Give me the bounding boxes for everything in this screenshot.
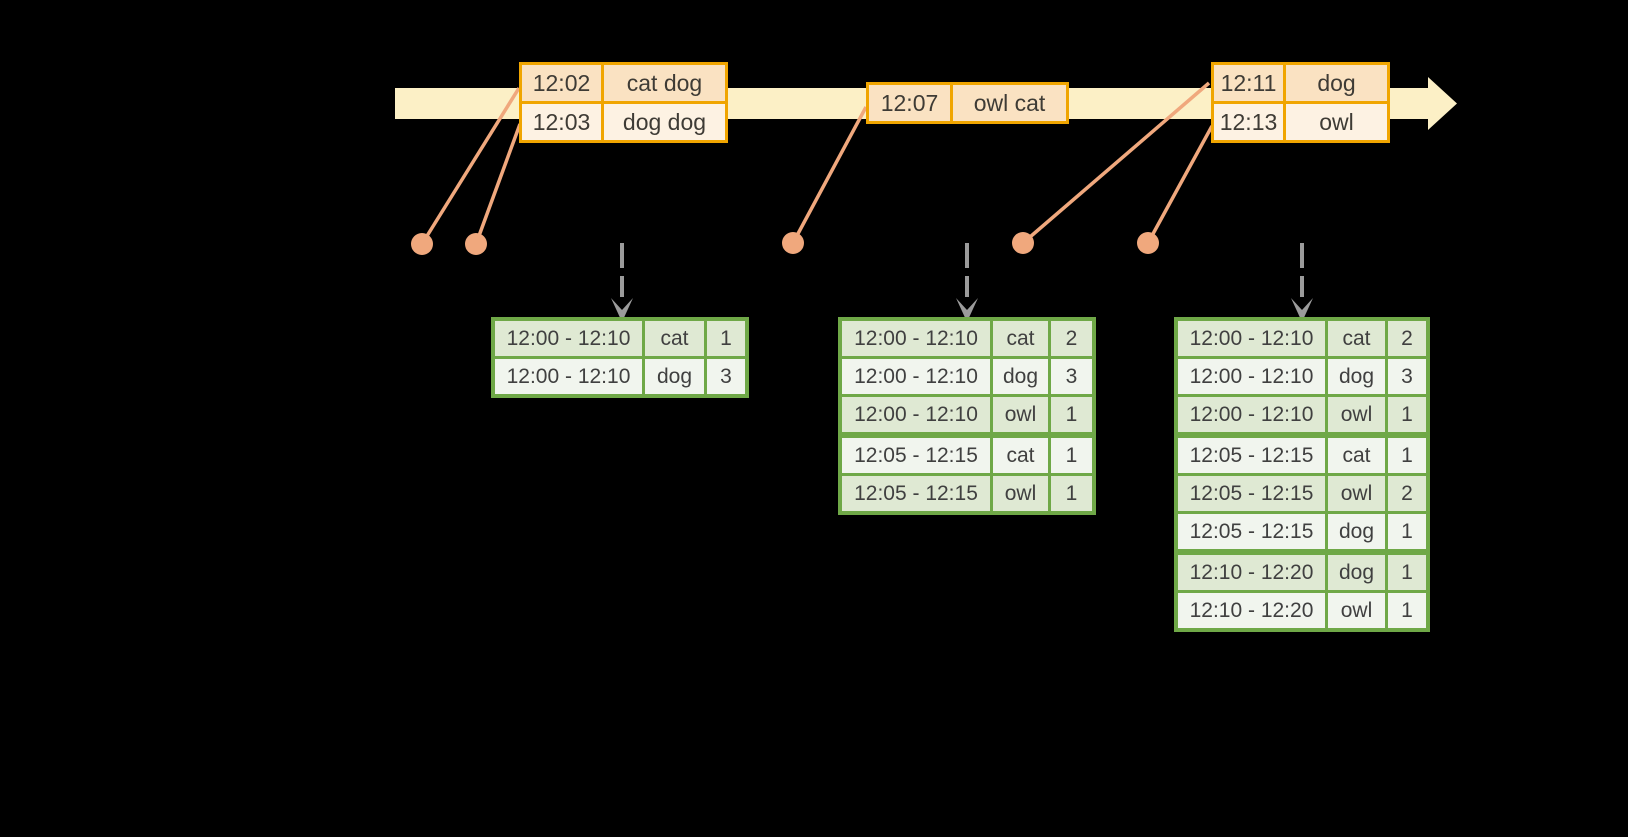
- event-connector-line-2: [474, 123, 522, 245]
- event-dot-5: [1137, 232, 1159, 254]
- result-row: 12:00 - 12:10 owl 1: [838, 394, 1096, 437]
- count-cell: 3: [704, 356, 749, 398]
- word-cell: owl: [1325, 473, 1388, 514]
- result-row: 12:00 - 12:10 cat 1: [491, 317, 749, 359]
- arrow-down-icon: [956, 298, 978, 322]
- event-table-2: 12:07 owl cat: [866, 82, 1069, 124]
- event-time-cell: 12:02: [519, 62, 604, 104]
- event-time-cell: 12:07: [866, 82, 953, 124]
- event-time-cell: 12:11: [1211, 62, 1286, 104]
- count-cell: 2: [1385, 473, 1430, 514]
- arrow-down-icon: [1291, 298, 1313, 322]
- window-cell: 12:00 - 12:10: [838, 356, 993, 397]
- event-time-cell: 12:13: [1211, 101, 1286, 143]
- result-row: 12:00 - 12:10 dog 3: [491, 356, 749, 398]
- event-row: 12:02 cat dog: [519, 62, 728, 104]
- word-cell: dog: [1325, 356, 1388, 397]
- event-row: 12:07 owl cat: [866, 82, 1069, 124]
- event-words-cell: dog: [1283, 62, 1390, 104]
- word-cell: dog: [642, 356, 707, 398]
- event-words-cell: owl: [1283, 101, 1390, 143]
- count-cell: 1: [1385, 394, 1430, 437]
- arrow-down-icon: [611, 298, 633, 322]
- event-row: 12:13 owl: [1211, 101, 1390, 143]
- count-cell: 1: [1385, 511, 1430, 554]
- word-cell: owl: [1325, 590, 1388, 632]
- window-cell: 12:00 - 12:10: [1174, 356, 1328, 397]
- count-cell: 3: [1385, 356, 1430, 397]
- result-row: 12:05 - 12:15 cat 1: [1174, 432, 1430, 476]
- window-cell: 12:10 - 12:20: [1174, 549, 1328, 593]
- count-cell: 1: [1048, 473, 1096, 515]
- trigger-arrow-1: [611, 243, 633, 322]
- count-cell: 1: [1385, 590, 1430, 632]
- count-cell: 2: [1385, 317, 1430, 359]
- event-connector-line-5: [1146, 125, 1214, 244]
- event-table-1: 12:02 cat dog 12:03 dog dog: [519, 62, 728, 143]
- result-table-1: 12:00 - 12:10 cat 1 12:00 - 12:10 dog 3: [491, 317, 749, 398]
- trigger-arrow-2: [956, 243, 978, 322]
- event-dot-2: [465, 233, 487, 255]
- count-cell: 1: [1385, 432, 1430, 476]
- event-time-cell: 12:03: [519, 101, 604, 143]
- window-cell: 12:00 - 12:10: [838, 394, 993, 437]
- window-cell: 12:00 - 12:10: [1174, 394, 1328, 437]
- event-words-cell: cat dog: [601, 62, 728, 104]
- window-cell: 12:00 - 12:10: [491, 317, 645, 359]
- timeline-arrowhead-icon: [1428, 77, 1457, 130]
- event-connector-line-4: [1021, 81, 1211, 245]
- trigger-arrow-3: [1291, 243, 1313, 322]
- word-cell: cat: [1325, 317, 1388, 359]
- result-row: 12:00 - 12:10 dog 3: [1174, 356, 1430, 397]
- event-row: 12:03 dog dog: [519, 101, 728, 143]
- result-row: 12:00 - 12:10 owl 1: [1174, 394, 1430, 437]
- result-row: 12:05 - 12:15 cat 1: [838, 432, 1096, 476]
- event-words-cell: owl cat: [950, 82, 1069, 124]
- result-table-3: 12:00 - 12:10 cat 2 12:00 - 12:10 dog 3 …: [1174, 317, 1430, 632]
- result-row: 12:10 - 12:20 owl 1: [1174, 590, 1430, 632]
- count-cell: 3: [1048, 356, 1096, 397]
- window-cell: 12:05 - 12:15: [1174, 511, 1328, 554]
- event-table-3: 12:11 dog 12:13 owl: [1211, 62, 1390, 143]
- word-cell: owl: [990, 394, 1051, 437]
- result-row: 12:00 - 12:10 dog 3: [838, 356, 1096, 397]
- window-cell: 12:05 - 12:15: [838, 432, 993, 476]
- event-words-cell: dog dog: [601, 101, 728, 143]
- result-row: 12:00 - 12:10 cat 2: [838, 317, 1096, 359]
- count-cell: 1: [704, 317, 749, 359]
- window-cell: 12:05 - 12:15: [1174, 473, 1328, 514]
- event-connector-line-3: [791, 106, 868, 244]
- window-cell: 12:05 - 12:15: [1174, 432, 1328, 476]
- result-row: 12:00 - 12:10 cat 2: [1174, 317, 1430, 359]
- word-cell: cat: [642, 317, 707, 359]
- result-row: 12:05 - 12:15 dog 1: [1174, 511, 1430, 554]
- count-cell: 2: [1048, 317, 1096, 359]
- word-cell: owl: [990, 473, 1051, 515]
- result-row: 12:05 - 12:15 owl 2: [1174, 473, 1430, 514]
- window-cell: 12:00 - 12:10: [838, 317, 993, 359]
- window-cell: 12:00 - 12:10: [491, 356, 645, 398]
- word-cell: dog: [1325, 511, 1388, 554]
- result-row: 12:10 - 12:20 dog 1: [1174, 549, 1430, 593]
- count-cell: 1: [1385, 549, 1430, 593]
- window-cell: 12:00 - 12:10: [1174, 317, 1328, 359]
- word-cell: cat: [990, 317, 1051, 359]
- event-dot-1: [411, 233, 433, 255]
- word-cell: cat: [1325, 432, 1388, 476]
- event-dot-3: [782, 232, 804, 254]
- event-row: 12:11 dog: [1211, 62, 1390, 104]
- result-row: 12:05 - 12:15 owl 1: [838, 473, 1096, 515]
- window-cell: 12:10 - 12:20: [1174, 590, 1328, 632]
- window-cell: 12:05 - 12:15: [838, 473, 993, 515]
- word-cell: owl: [1325, 394, 1388, 437]
- event-dot-4: [1012, 232, 1034, 254]
- count-cell: 1: [1048, 432, 1096, 476]
- word-cell: cat: [990, 432, 1051, 476]
- event-connector-line-1: [420, 87, 521, 245]
- count-cell: 1: [1048, 394, 1096, 437]
- word-cell: dog: [1325, 549, 1388, 593]
- word-cell: dog: [990, 356, 1051, 397]
- result-table-2: 12:00 - 12:10 cat 2 12:00 - 12:10 dog 3 …: [838, 317, 1096, 515]
